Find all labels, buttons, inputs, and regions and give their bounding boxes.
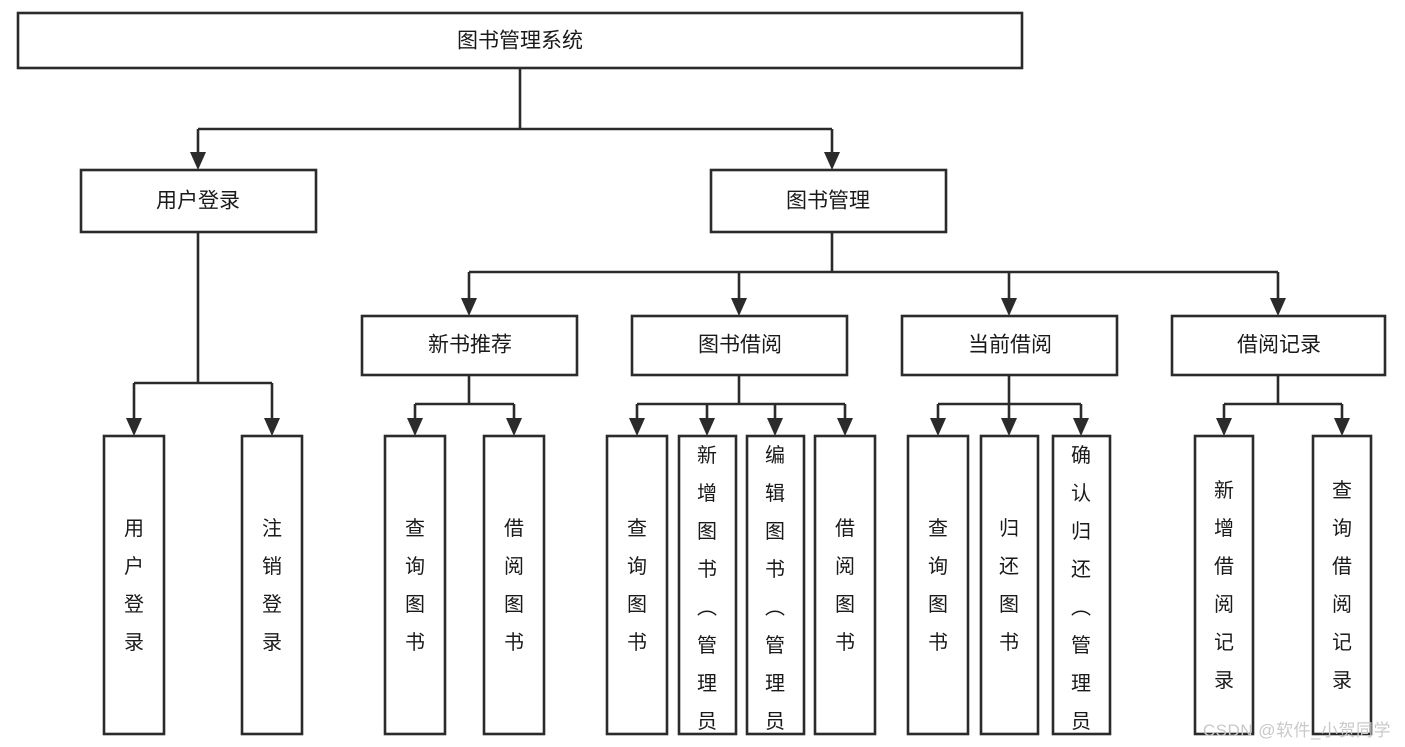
node-leaf-user-login[interactable]: 用户登录: [102, 434, 166, 736]
node-leaf-query-borrow-record[interactable]: 查询借阅记录: [1311, 434, 1373, 736]
arrowhead-current-borrow: [1001, 298, 1017, 316]
connector-group: [126, 68, 1350, 436]
connector-root-trunk: [196, 68, 834, 152]
node-leaf-return-book[interactable]: 归还图书: [979, 434, 1040, 736]
node-book-manage[interactable]: 图书管理: [709, 168, 948, 234]
node-leaf-user-login-box[interactable]: [102, 434, 166, 736]
node-leaf-borrow-book-recommend-box[interactable]: [482, 434, 546, 736]
node-leaf-add-book-admin-box[interactable]: [677, 434, 738, 736]
node-leaf-query-book-current[interactable]: 查询图书: [906, 434, 970, 736]
arrowhead-leaf-query-book-recommend: [407, 418, 423, 436]
node-leaf-add-book-admin[interactable]: 新增图书︵管理员︶: [677, 434, 738, 747]
node-leaf-add-borrow-record[interactable]: 新增借阅记录: [1193, 434, 1255, 736]
arrowhead-leaf-borrow-book-recommend: [506, 418, 522, 436]
node-current-borrow-box[interactable]: [900, 314, 1119, 377]
node-leaf-return-book-label: 归还图书: [999, 517, 1019, 654]
connector-borrow-record-trunk: [1222, 375, 1344, 418]
node-root-box[interactable]: [16, 11, 1024, 70]
node-leaf-borrow-book-label: 借阅图书: [835, 517, 855, 654]
arrowhead-leaf-user-logout: [264, 418, 280, 436]
node-leaf-query-book-recommend-label: 查询图书: [405, 517, 425, 654]
arrowhead-user-login: [190, 152, 206, 170]
node-leaf-borrow-book-recommend-label: 借阅图书: [504, 517, 524, 654]
node-leaf-confirm-return-admin-box[interactable]: [1051, 434, 1112, 736]
node-leaf-query-book-current-box[interactable]: [906, 434, 970, 736]
node-new-book-recommend-box[interactable]: [360, 314, 579, 377]
node-book-manage-label: 图书管理: [786, 190, 870, 213]
arrowhead-borrow-record: [1270, 298, 1286, 316]
node-leaf-query-book-borrow-box[interactable]: [605, 434, 669, 736]
node-book-borrow-box[interactable]: [630, 314, 849, 377]
node-leaf-query-book-current-label: 查询图书: [928, 517, 948, 654]
node-leaf-edit-book-admin-box[interactable]: [745, 434, 806, 736]
node-leaf-user-logout-label: 注销登录: [262, 517, 282, 654]
node-book-borrow[interactable]: 图书借阅: [630, 314, 849, 377]
arrowhead-book-borrow: [731, 298, 747, 316]
connector-book-borrow-trunk: [635, 375, 847, 418]
arrowhead-book-manage: [824, 152, 840, 170]
node-current-borrow-label: 当前借阅: [968, 334, 1052, 357]
arrowhead-leaf-add-book-admin: [699, 418, 715, 436]
node-root-label: 图书管理系统: [457, 30, 583, 53]
node-borrow-record-label: 借阅记录: [1237, 334, 1321, 357]
arrowhead-leaf-query-book-current: [930, 418, 946, 436]
node-leaf-edit-book-admin[interactable]: 编辑图书︵管理员︶: [745, 434, 806, 747]
arrowhead-leaf-query-book-borrow: [629, 418, 645, 436]
node-leaf-add-borrow-record-label: 新增借阅记录: [1214, 479, 1234, 692]
connector-book-manage-trunk: [467, 232, 1280, 298]
node-leaf-confirm-return-admin[interactable]: 确认归还︵管理员︶: [1051, 434, 1112, 747]
connector-current-borrow-trunk: [936, 375, 1083, 418]
connector-new-book-recommend-trunk: [413, 375, 516, 418]
node-current-borrow[interactable]: 当前借阅: [900, 314, 1119, 377]
arrowhead-leaf-add-borrow-record: [1216, 418, 1232, 436]
node-leaf-confirm-return-admin-label: 确认归还︵管理员︶: [1071, 444, 1091, 747]
node-book-borrow-label: 图书借阅: [698, 334, 782, 357]
node-leaf-user-logout-box[interactable]: [240, 434, 304, 736]
node-leaf-query-borrow-record-box[interactable]: [1311, 434, 1373, 736]
node-leaf-query-book-recommend-box[interactable]: [383, 434, 447, 736]
node-leaf-edit-book-admin-label: 编辑图书︵管理员︶: [765, 444, 785, 747]
node-leaf-add-borrow-record-box[interactable]: [1193, 434, 1255, 736]
node-user-login[interactable]: 用户登录: [79, 168, 318, 234]
node-user-login-label: 用户登录: [156, 190, 240, 213]
node-leaf-user-login-label: 用户登录: [124, 518, 144, 654]
node-leaf-borrow-book-box[interactable]: [813, 434, 877, 736]
node-leaf-query-book-borrow[interactable]: 查询图书: [605, 434, 669, 736]
node-leaf-borrow-book[interactable]: 借阅图书: [813, 434, 877, 736]
node-leaf-query-book-borrow-label: 查询图书: [627, 517, 647, 654]
node-leaf-borrow-book-recommend[interactable]: 借阅图书: [482, 434, 546, 736]
node-new-book-recommend[interactable]: 新书推荐: [360, 314, 579, 377]
node-user-login-box[interactable]: [79, 168, 318, 234]
node-borrow-record-box[interactable]: [1170, 314, 1387, 377]
arrowhead-new-book-recommend: [461, 298, 477, 316]
arrowhead-leaf-borrow-book: [837, 418, 853, 436]
connector-user-login-trunk: [132, 232, 274, 418]
node-leaf-user-logout[interactable]: 注销登录: [240, 434, 304, 736]
node-new-book-recommend-label: 新书推荐: [428, 334, 512, 357]
node-leaf-query-borrow-record-label: 查询借阅记录: [1332, 479, 1352, 692]
node-leaf-query-book-recommend[interactable]: 查询图书: [383, 434, 447, 736]
node-leaf-return-book-box[interactable]: [979, 434, 1040, 736]
arrowhead-leaf-query-borrow-record: [1334, 418, 1350, 436]
arrowhead-leaf-user-login: [126, 418, 142, 436]
arrowhead-leaf-edit-book-admin: [767, 418, 783, 436]
arrowhead-leaf-confirm-return-admin: [1073, 418, 1089, 436]
arrowhead-leaf-return-book: [1001, 418, 1017, 436]
node-borrow-record[interactable]: 借阅记录: [1170, 314, 1387, 377]
node-leaf-add-book-admin-label: 新增图书︵管理员︶: [697, 444, 717, 747]
node-root[interactable]: 图书管理系统: [16, 11, 1024, 70]
node-book-manage-box[interactable]: [709, 168, 948, 234]
leaf-node-group: 用户登录 注销登录 查询图书 借阅图书 查询图书 新增图书︵管理员︶: [102, 434, 1373, 747]
